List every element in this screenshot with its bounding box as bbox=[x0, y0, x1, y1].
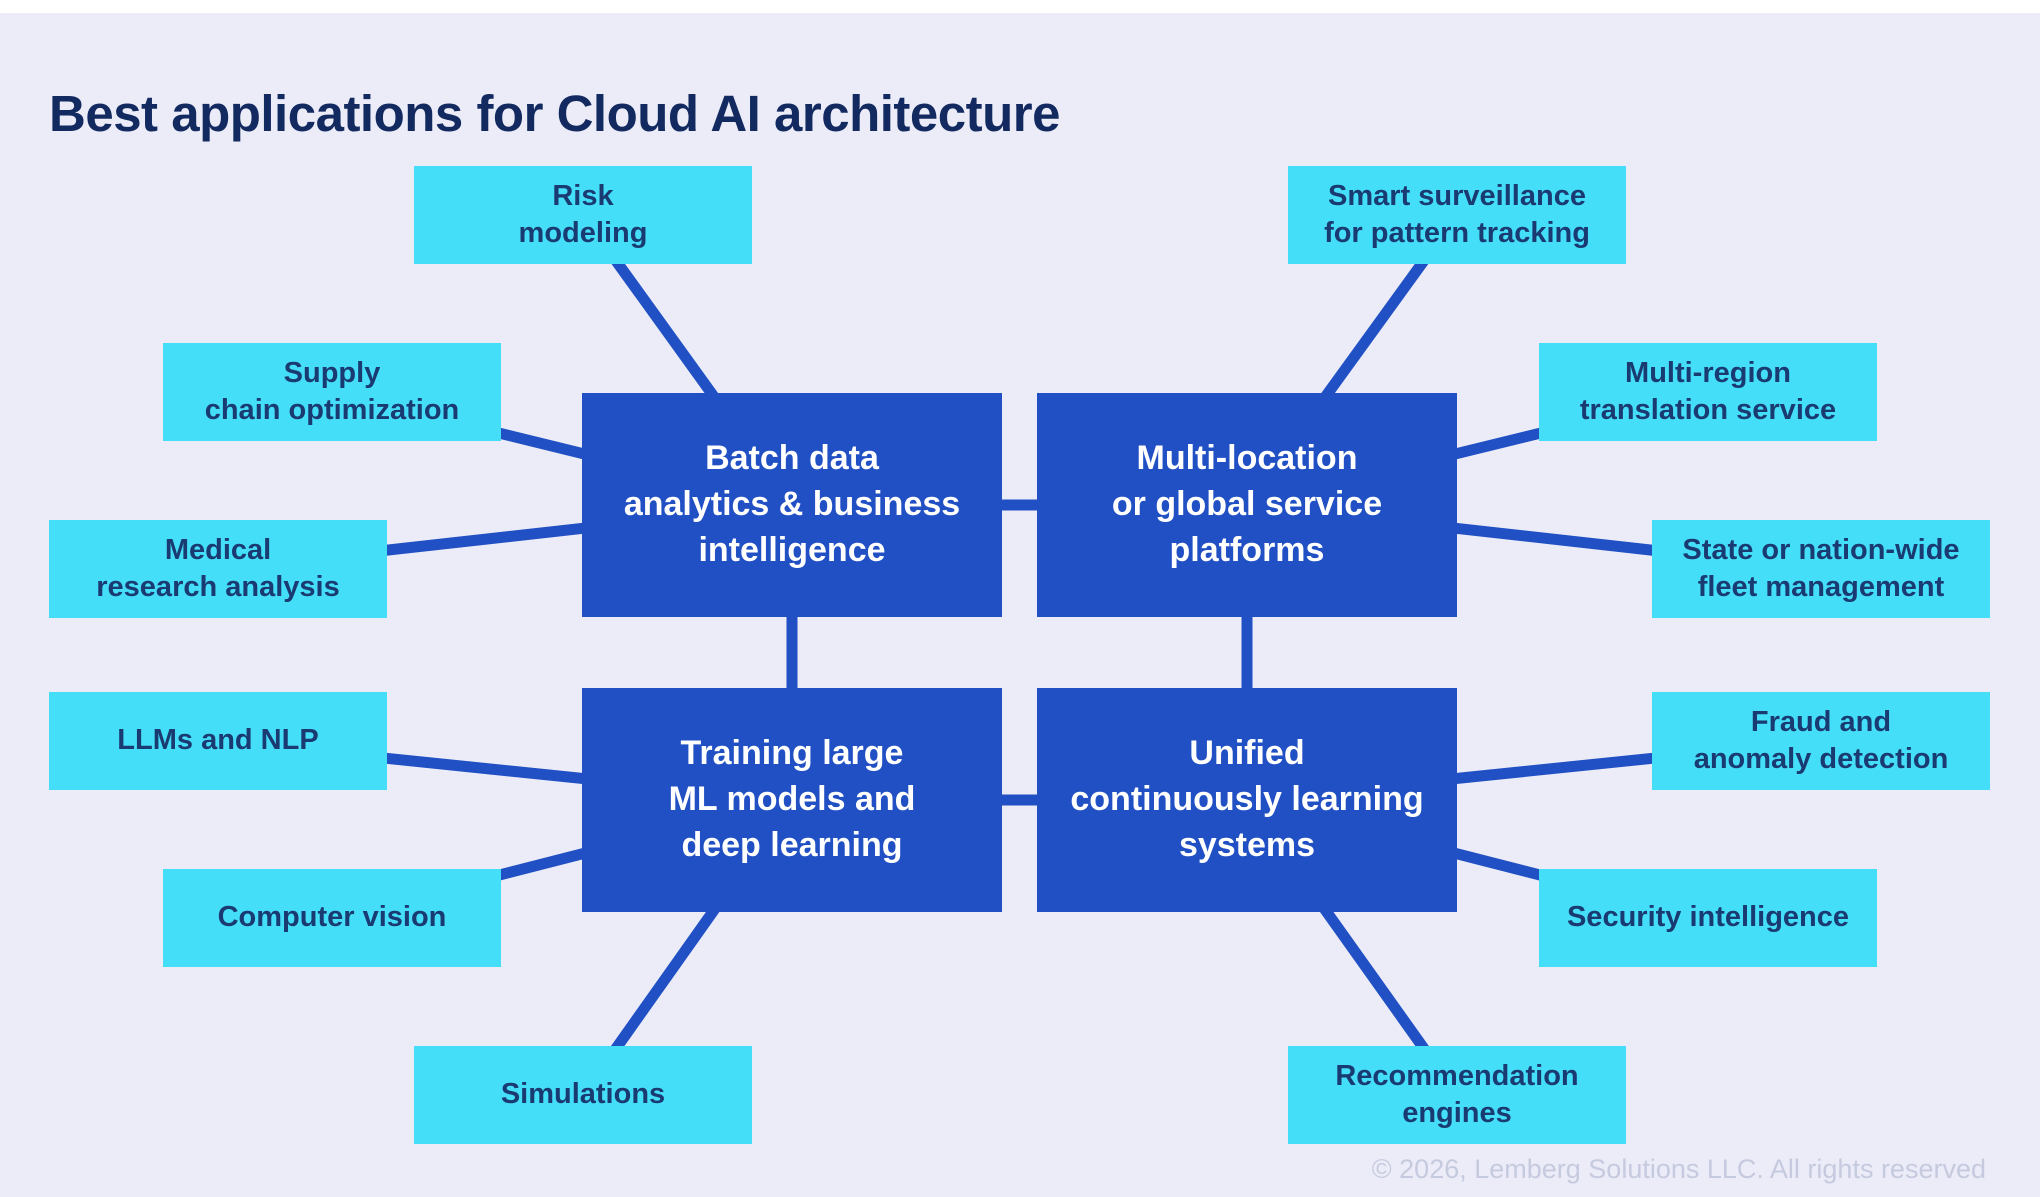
node-risk-modeling: Risk modeling bbox=[414, 166, 752, 264]
node-training-ml-label: Training large ML models and deep learni… bbox=[668, 734, 916, 864]
page-title: Best applications for Cloud AI architect… bbox=[49, 85, 1060, 143]
copyright-note: © 2026, Lemberg Solutions LLC. All right… bbox=[1371, 1154, 1986, 1184]
node-fleet-management: State or nation-wide fleet management bbox=[1652, 520, 1990, 618]
node-smart-surveillance: Smart surveillance for pattern tracking bbox=[1288, 166, 1626, 264]
top-edge-strip bbox=[0, 0, 2040, 13]
node-security-intelligence: Security intelligence bbox=[1539, 869, 1877, 967]
node-fleet-management-label: State or nation-wide fleet management bbox=[1682, 533, 1960, 603]
node-multi-region-translation: Multi-region translation service bbox=[1539, 343, 1877, 441]
node-batch-analytics: Batch data analytics & business intellig… bbox=[582, 393, 1002, 617]
node-medical-research: Medical research analysis bbox=[49, 520, 387, 618]
node-unified-learning-label: Unified continuously learning systems bbox=[1070, 734, 1424, 864]
node-multi-location-label: Multi-location or global service platfor… bbox=[1111, 439, 1383, 569]
node-recommendation-engines-label: Recommendation engines bbox=[1335, 1059, 1579, 1129]
node-batch-analytics-label: Batch data analytics & business intellig… bbox=[623, 439, 961, 569]
node-fraud-anomaly-label: Fraud and anomaly detection bbox=[1693, 705, 1949, 775]
node-simulations: Simulations bbox=[414, 1046, 752, 1144]
node-supply-chain-label: Supply chain optimization bbox=[204, 356, 460, 426]
node-recommendation-engines: Recommendation engines bbox=[1288, 1046, 1626, 1144]
node-unified-learning: Unified continuously learning systems bbox=[1037, 688, 1457, 912]
node-llms-nlp-label: LLMs and NLP bbox=[117, 724, 319, 757]
node-security-intelligence-label: Security intelligence bbox=[1566, 901, 1850, 934]
node-computer-vision-label: Computer vision bbox=[217, 901, 447, 934]
node-llms-nlp: LLMs and NLP bbox=[49, 692, 387, 790]
node-computer-vision: Computer vision bbox=[163, 869, 501, 967]
node-training-ml: Training large ML models and deep learni… bbox=[582, 688, 1002, 912]
node-risk-modeling-label: Risk modeling bbox=[518, 179, 648, 249]
node-multi-location: Multi-location or global service platfor… bbox=[1037, 393, 1457, 617]
node-simulations-label: Simulations bbox=[500, 1078, 666, 1111]
node-fraud-anomaly: Fraud and anomaly detection bbox=[1652, 692, 1990, 790]
node-medical-research-label: Medical research analysis bbox=[96, 533, 340, 603]
node-smart-surveillance-label: Smart surveillance for pattern tracking bbox=[1324, 179, 1590, 249]
node-multi-region-translation-label: Multi-region translation service bbox=[1579, 356, 1837, 426]
node-supply-chain: Supply chain optimization bbox=[163, 343, 501, 441]
